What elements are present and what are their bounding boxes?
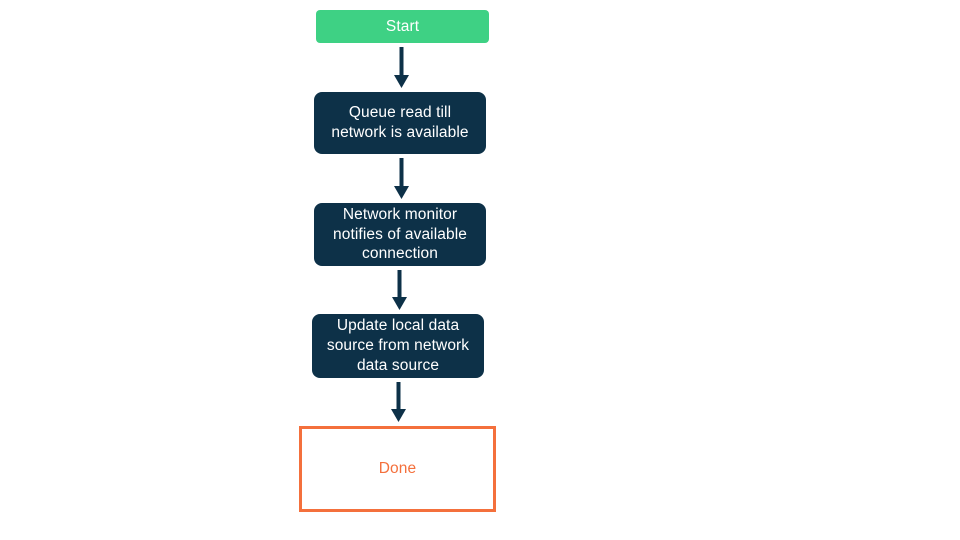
connector-arrow <box>393 158 409 199</box>
flow-node-label-network-monitor: Network monitor notifies of available co… <box>333 205 467 263</box>
flow-node-label-done: Done <box>378 460 417 478</box>
flow-node-start[interactable]: Start <box>316 10 489 43</box>
flow-node-update-local[interactable]: Update local data source from network da… <box>312 314 484 378</box>
flow-node-label-queue-read: Queue read till network is available <box>331 104 469 141</box>
flow-node-network-monitor[interactable]: Network monitor notifies of available co… <box>314 203 486 266</box>
flow-node-label-start: Start <box>385 17 420 35</box>
flow-node-label-update-local: Update local data source from network da… <box>326 317 470 374</box>
connector-arrow <box>390 382 406 422</box>
flow-node-queue-read[interactable]: Queue read till network is available <box>314 92 486 154</box>
flow-node-done[interactable]: Done <box>299 426 496 512</box>
connector-arrow <box>393 47 409 88</box>
connector-arrow <box>391 270 407 310</box>
